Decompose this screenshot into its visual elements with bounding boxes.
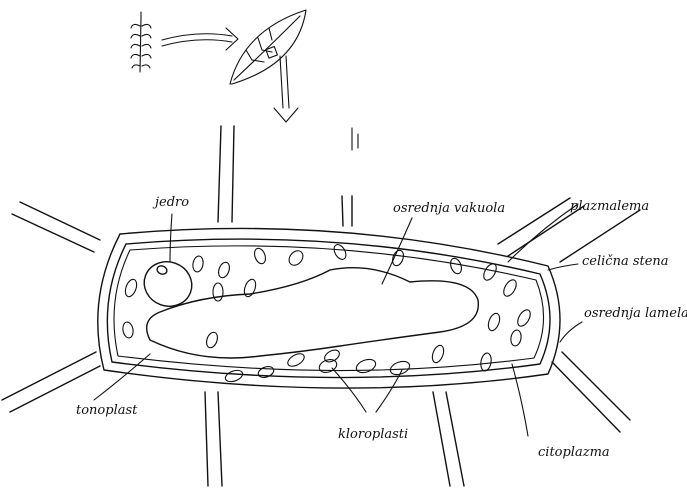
pointer-citoplazma [512, 364, 528, 436]
pointer-vakuola [382, 218, 412, 284]
chloroplast [257, 365, 275, 380]
chloroplast [486, 312, 502, 332]
pointer-celicna-stena [548, 264, 578, 270]
chloroplast [224, 368, 244, 384]
label-plazmalema: plazmalema [570, 200, 649, 213]
chloroplast [391, 249, 406, 267]
pointer-kloroplasti-1 [332, 368, 366, 412]
chloroplast [510, 329, 523, 346]
label-pointers [94, 204, 582, 436]
chloroplast [449, 257, 464, 275]
chloroplast [355, 357, 378, 375]
neighbouring-cell-walls [2, 126, 640, 486]
chloroplast [480, 352, 493, 371]
chloroplast [332, 243, 349, 262]
chloroplast [213, 283, 223, 301]
label-celicna-stena: celična stena [582, 255, 669, 268]
chloroplast [430, 344, 446, 364]
chloroplast [242, 278, 258, 298]
chloroplast [286, 351, 307, 369]
chloroplast [192, 255, 205, 272]
chloroplast [501, 278, 519, 299]
nucleus [138, 255, 198, 313]
chloroplast [323, 348, 342, 365]
pointer-jedro [170, 214, 172, 262]
chloroplast [217, 261, 232, 279]
plant-to-leaf-arrow [162, 28, 238, 50]
label-citoplazma: citoplazma [538, 446, 610, 459]
label-osrednja-lamela: osrednja lamela [584, 307, 687, 320]
chloroplast [286, 248, 305, 268]
label-tonoplast: tonoplast [76, 404, 137, 417]
section-mark [352, 128, 358, 150]
chloroplast [122, 321, 135, 338]
label-kloroplasti: kloroplasti [338, 428, 408, 441]
wheat-plant-icon [131, 12, 151, 72]
leaf-icon [230, 10, 306, 84]
label-jedro: jedro [155, 196, 189, 209]
central-vacuole [147, 268, 479, 358]
chloroplast [253, 247, 268, 265]
chloroplast [515, 308, 533, 329]
leaf-to-detail-arrow [274, 56, 298, 122]
label-osrednja-vakuola: osrednja vakuola [393, 202, 505, 215]
pointer-osrednja-lamela [560, 322, 582, 342]
chloroplast [123, 278, 139, 298]
chloroplast [205, 331, 220, 349]
